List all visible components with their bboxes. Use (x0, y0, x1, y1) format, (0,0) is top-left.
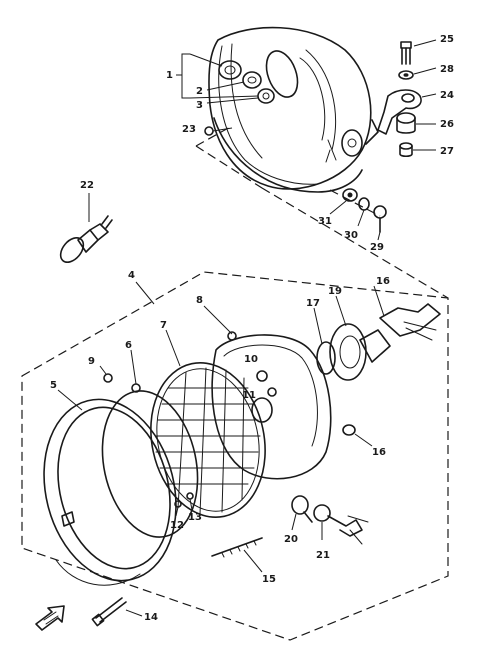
callout-14: 14 (144, 612, 158, 623)
damper-26 (396, 112, 436, 134)
adjuster-screw-15 (211, 537, 263, 573)
callout-labels: 1 2 3 4 5 6 7 8 9 10 11 12 13 14 15 16 1… (50, 34, 454, 623)
fasteners-29-31 (329, 188, 387, 241)
callout-2: 2 (196, 86, 203, 97)
washer-28 (398, 67, 437, 80)
callout-12: 12 (170, 520, 184, 531)
callout-24: 24 (440, 90, 454, 101)
headlight-body-8 (203, 305, 332, 480)
callout-29: 29 (370, 242, 384, 253)
callout-17: 17 (306, 298, 320, 309)
callout-27: 27 (440, 146, 454, 157)
mounting-ring-6 (101, 349, 199, 538)
callout-26: 26 (440, 119, 454, 130)
callout-1: 1 (166, 70, 173, 81)
callout-9: 9 (88, 356, 95, 367)
rim-5 (43, 389, 177, 586)
callout-3: 3 (196, 100, 203, 111)
screw-9 (99, 365, 113, 383)
callout-31: 31 (318, 216, 332, 227)
collar-27 (399, 142, 436, 158)
callout-25: 25 (440, 34, 454, 45)
callout-13: 13 (188, 512, 202, 523)
bulb-22 (59, 193, 113, 263)
bracket-24 (377, 89, 437, 135)
sealed-beam-lens-7 (150, 329, 266, 518)
bolt-14 (91, 597, 143, 627)
callout-4: 4 (128, 270, 135, 281)
headlight-housing (208, 26, 379, 193)
socket-21 (313, 504, 369, 545)
callout-30: 30 (344, 230, 358, 241)
front-direction-arrow-icon (35, 605, 65, 631)
screws-12-13 (174, 492, 194, 517)
callout-10: 10 (244, 354, 258, 365)
callout-8: 8 (196, 295, 203, 306)
screw-23 (204, 126, 233, 136)
callout-7: 7 (160, 320, 167, 331)
callout-28: 28 (440, 64, 454, 75)
assembly-box-4 (21, 271, 449, 641)
bulb-20 (291, 495, 313, 531)
bolt-25 (400, 39, 437, 65)
grommets (218, 60, 275, 104)
callout-16-right: 16 (372, 447, 386, 458)
callout-22: 22 (80, 180, 94, 191)
callout-23: 23 (182, 124, 196, 135)
callout-11: 11 (242, 390, 256, 401)
screw-16 (342, 424, 373, 447)
callout-20: 20 (284, 534, 298, 545)
callout-16-top: 16 (376, 276, 390, 287)
callout-19: 19 (328, 286, 342, 297)
callout-15: 15 (262, 574, 276, 585)
socket-assembly (313, 285, 441, 381)
callout-21: 21 (316, 550, 330, 561)
callout-6: 6 (125, 340, 132, 351)
callout-5: 5 (50, 380, 57, 391)
